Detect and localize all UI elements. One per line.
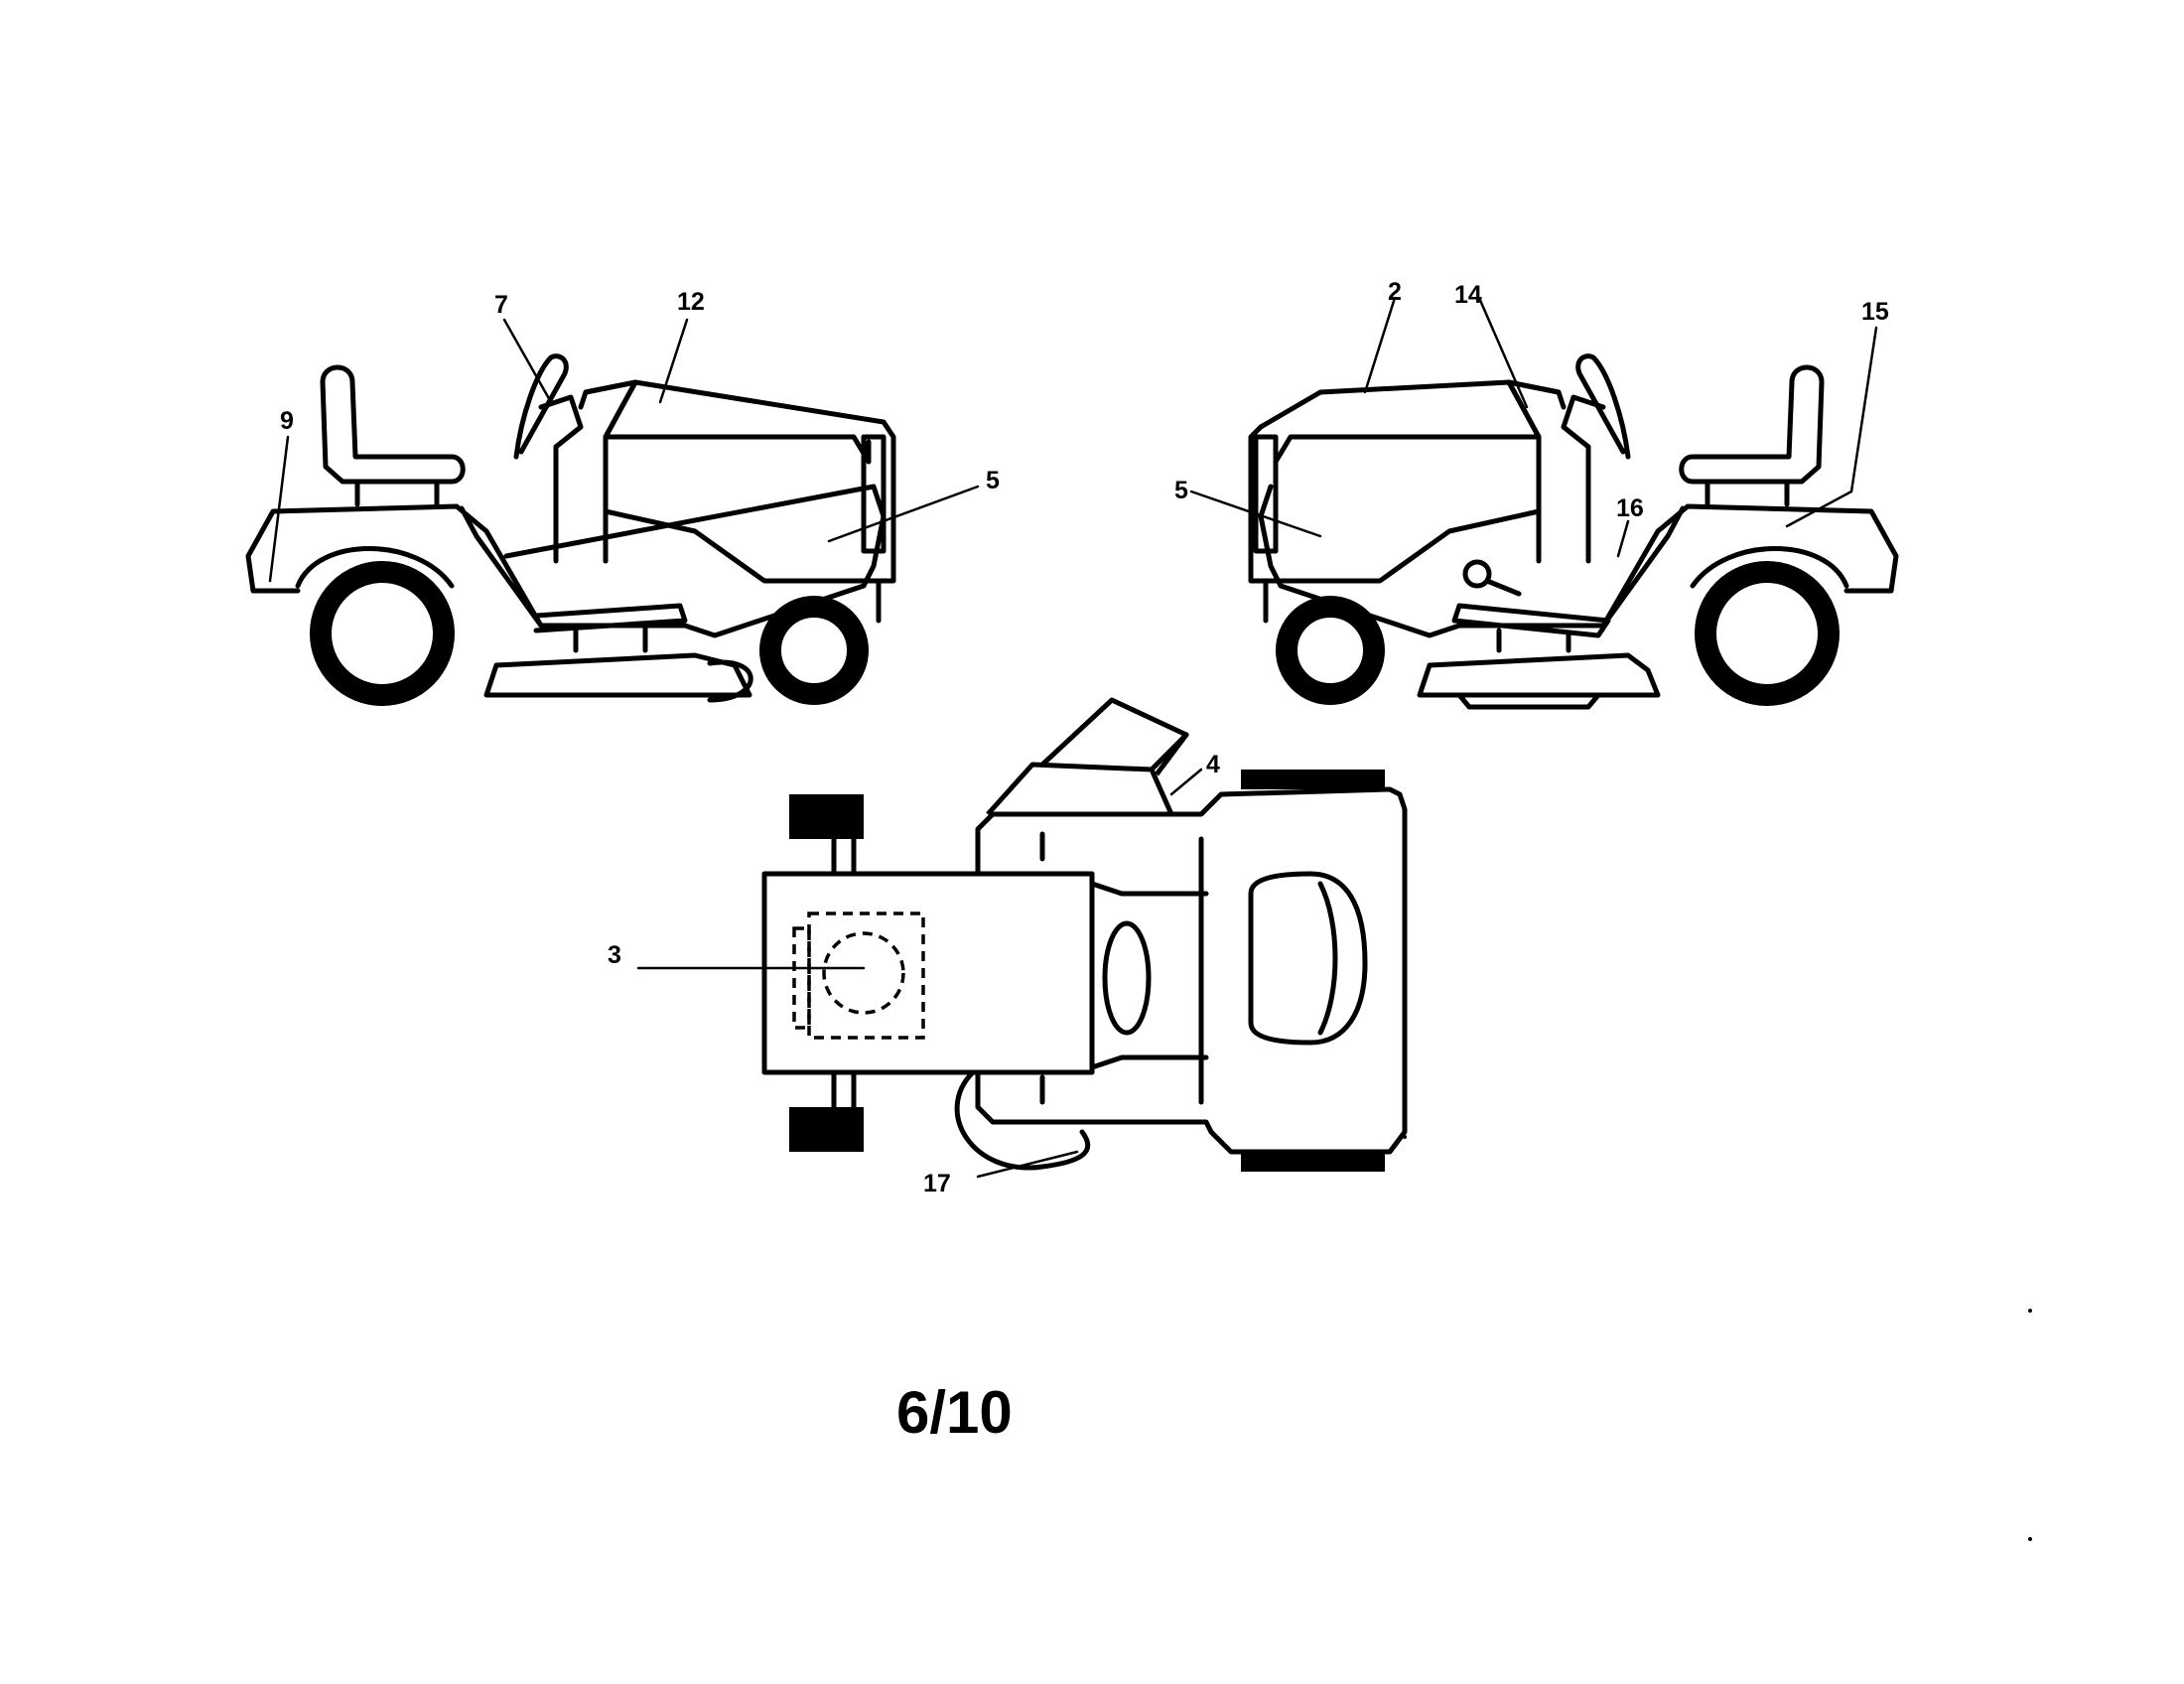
callout-right-hood-side: 14 (1454, 281, 1482, 309)
page-number: 6/10 (896, 1379, 1013, 1446)
callout-labels: 9 7 12 5 2 14 15 16 5 4 3 17 (280, 278, 1889, 1197)
callout-right-footrest: 16 (1616, 494, 1644, 522)
callout-right-fender: 15 (1861, 298, 1889, 326)
callout-leaders (268, 296, 1878, 1179)
callout-right-hood-top: 2 (1388, 278, 1402, 306)
left-side-view-tractor (245, 353, 896, 706)
callout-left-hood: 12 (677, 288, 705, 316)
callout-left-seat: 9 (280, 407, 294, 435)
callout-top-bag: 17 (923, 1170, 951, 1197)
top-view-tractor (761, 697, 2032, 1541)
callout-top-hood: 3 (608, 941, 621, 969)
callout-top-chute: 4 (1206, 751, 1220, 778)
right-side-view-tractor (1248, 353, 1899, 710)
callout-left-steering: 7 (494, 291, 508, 319)
callout-left-side: 5 (986, 467, 1000, 494)
callout-right-side: 5 (1174, 477, 1188, 504)
